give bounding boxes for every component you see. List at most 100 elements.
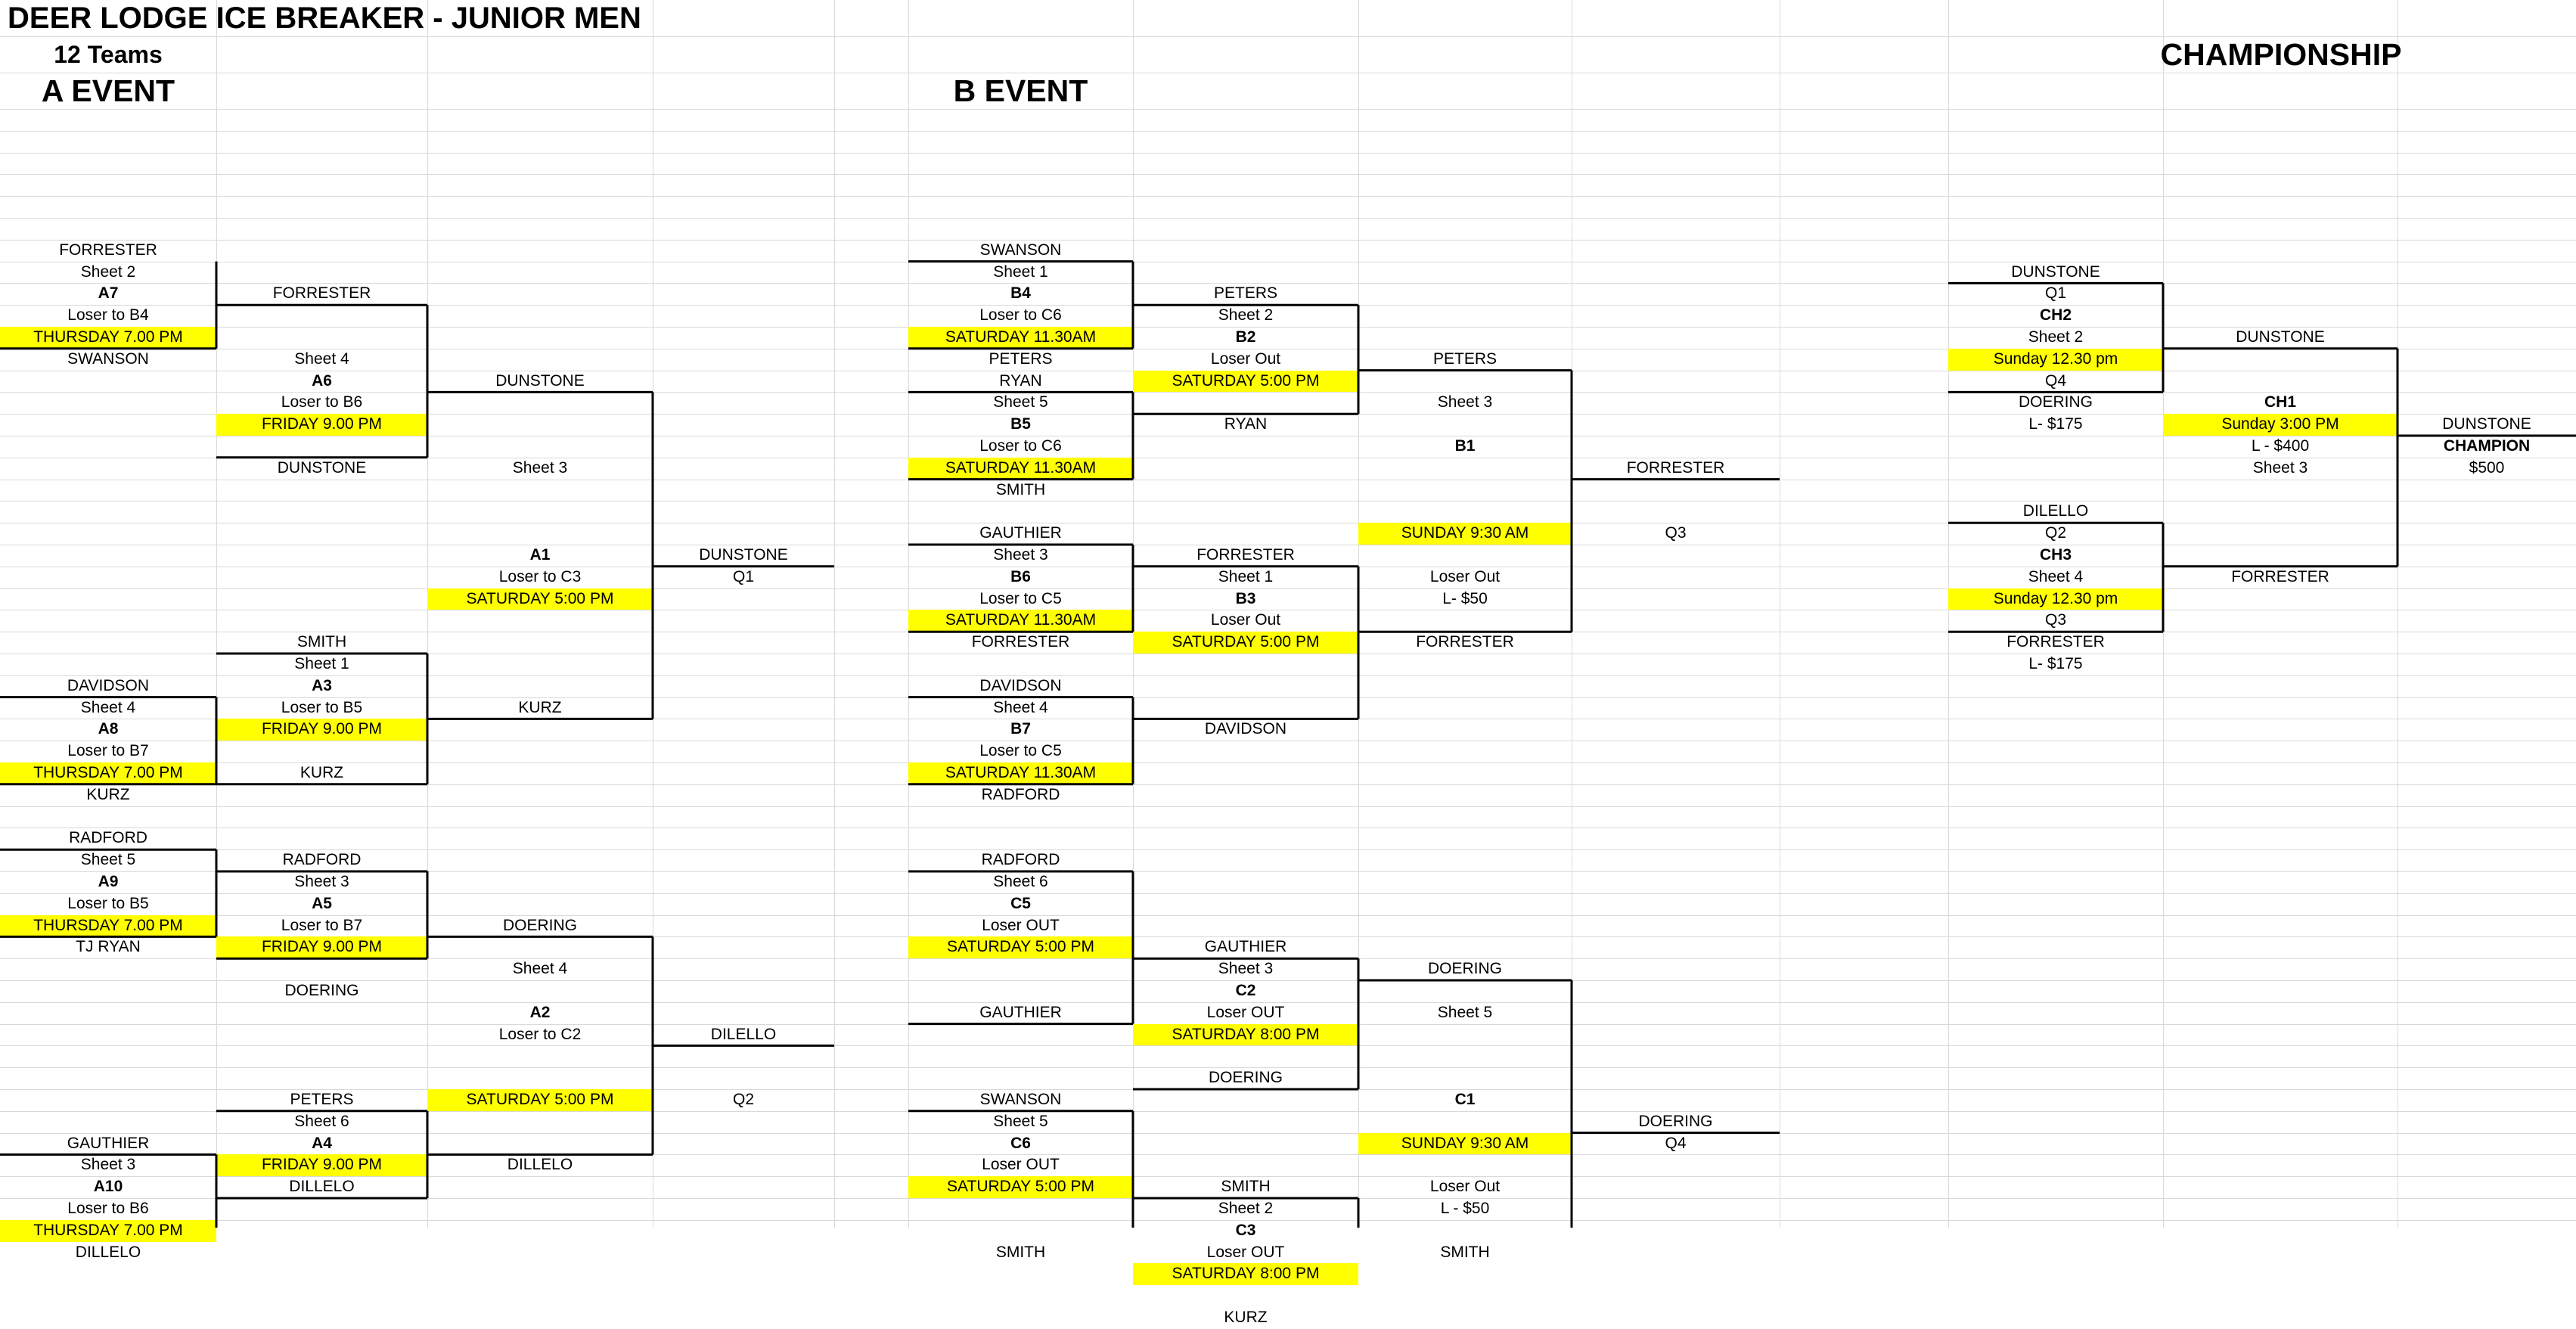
game-code: A9 — [98, 873, 119, 890]
bracket-cell: DUNSTONE — [277, 458, 367, 477]
game-time: SUNDAY 9:30 AM — [1358, 1132, 1572, 1155]
bracket-cell: FORRESTER — [1416, 633, 1514, 651]
bracket-cell: DILLELO — [75, 1243, 141, 1261]
bracket-cell: KURZ — [518, 698, 562, 716]
game-code: A2 — [529, 1003, 551, 1021]
bracket-cell: Sheet 2 — [1218, 306, 1274, 324]
bracket-cell: Loser to B7 — [281, 916, 363, 934]
bracket-cell: Sheet 1 — [294, 655, 349, 672]
bracket-cell: Sheet 5 — [1437, 1003, 1493, 1021]
bracket-cell: FORRESTER — [2231, 567, 2329, 585]
bracket-cell: L- $50 — [1442, 589, 1488, 607]
game-code: B6 — [1010, 567, 1031, 585]
bracket-cell: Q4 — [2044, 371, 2066, 390]
bracket-cell: Loser to B7 — [67, 742, 149, 760]
bracket-cell: Loser OUT — [1206, 1243, 1285, 1261]
bracket-cell: Sheet 4 — [512, 960, 568, 978]
bracket-cell: Sheet 4 — [993, 698, 1048, 716]
bracket-cell: Loser to B6 — [281, 393, 363, 411]
bracket-cell: L- $175 — [2028, 415, 2083, 433]
bracket-cell: PETERS — [290, 1091, 354, 1108]
bracket-cell: SWANSON — [67, 349, 149, 368]
bracket-cell: GAUTHIER — [979, 524, 1062, 542]
bracket-cell: Sheet 1 — [1218, 567, 1274, 585]
bracket-cell: SMITH — [1221, 1178, 1271, 1196]
bracket-cell: Sheet 6 — [294, 1112, 349, 1130]
bracket-cell: RYAN — [1224, 415, 1268, 433]
bracket-cell: SMITH — [995, 1243, 1046, 1261]
bracket-cell: Loser to C3 — [498, 567, 582, 585]
bracket-cell: TJ RYAN — [76, 938, 141, 956]
game-code: B7 — [1010, 720, 1031, 738]
bracket-cell: PETERS — [989, 349, 1053, 368]
game-code: C5 — [1010, 894, 1031, 912]
game-code: A3 — [312, 676, 332, 694]
bracket-cell: SWANSON — [979, 241, 1062, 259]
game-time: SATURDAY 8:00 PM — [1133, 1263, 1358, 1286]
game-time: FRIDAY 9.00 PM — [216, 936, 427, 959]
bracket-cell: L- $175 — [2028, 655, 2083, 672]
b-event-heading: B EVENT — [953, 73, 1088, 108]
game-code: A8 — [98, 720, 119, 738]
sheet-title: DEER LODGE ICE BREAKER - JUNIOR MEN — [8, 2, 641, 35]
bracket-cell: Sheet 3 — [294, 873, 349, 890]
bracket-cell: Q3 — [2044, 611, 2066, 629]
bracket-cell: Sheet 3 — [80, 1156, 136, 1174]
bracket-cell: Loser OUT — [982, 916, 1060, 934]
game-code: C6 — [1010, 1134, 1031, 1152]
game-time: Sunday 12.30 pm — [1948, 348, 2163, 371]
bracket-cell: Loser to C5 — [979, 589, 1062, 607]
bracket-cell: Loser Out — [1210, 611, 1281, 629]
bracket-cell: FORRESTER — [1196, 546, 1295, 564]
bracket-cell: DUNSTONE — [495, 371, 585, 390]
bracket-cell: Sheet 6 — [993, 873, 1048, 890]
bracket-cell: Sheet 5 — [993, 1112, 1048, 1130]
game-time: SATURDAY 8:00 PM — [1133, 1023, 1358, 1046]
game-time: SATURDAY 5:00 PM — [1133, 370, 1358, 393]
game-time: SATURDAY 5:00 PM — [908, 936, 1133, 959]
game-time: SATURDAY 11.30AM — [908, 610, 1133, 632]
game-time: FRIDAY 9.00 PM — [216, 719, 427, 741]
game-time: SATURDAY 5:00 PM — [427, 588, 653, 610]
bracket-cell: DILLELO — [507, 1156, 573, 1174]
bracket-cell: KURZ — [299, 764, 344, 781]
game-time: THURSDAY 7.00 PM — [0, 914, 216, 937]
game-time: FRIDAY 9.00 PM — [216, 414, 427, 436]
bracket-cell: DOERING — [502, 916, 577, 934]
bracket-cell: Sheet 2 — [80, 262, 136, 281]
bracket-cell: Sheet 3 — [1218, 960, 1274, 978]
bracket-cell: Sheet 4 — [294, 349, 349, 368]
bracket-cell: DILELLO — [710, 1025, 777, 1043]
game-time: SATURDAY 11.30AM — [908, 457, 1133, 480]
a-event-heading: A EVENT — [41, 73, 175, 108]
game-time: SATURDAY 11.30AM — [908, 762, 1133, 784]
bracket-cell: Q1 — [2044, 284, 2066, 303]
bracket-cell: KURZ — [1224, 1309, 1268, 1326]
bracket-cell: Loser to C2 — [498, 1025, 582, 1043]
bracket-cell: Loser to B4 — [67, 306, 149, 324]
bracket-cell: FORRESTER — [971, 633, 1070, 651]
game-code: CH1 — [2264, 393, 2296, 411]
bracket-cell: Sheet 3 — [512, 458, 568, 477]
bracket-cell: Loser to B6 — [67, 1200, 149, 1217]
game-time: SATURDAY 11.30AM — [908, 327, 1133, 349]
bracket-cell: SMITH — [296, 633, 347, 651]
bracket-cell: DUNSTONE — [2442, 415, 2531, 433]
bracket-cell: Loser to C5 — [979, 742, 1062, 760]
game-code: C2 — [1235, 982, 1256, 999]
game-code: B1 — [1454, 437, 1476, 455]
bracket-cell: DOERING — [1427, 960, 1502, 978]
bracket-cell: FORRESTER — [2006, 633, 2105, 651]
bracket-cell: GAUTHIER — [67, 1134, 150, 1152]
bracket-cell: DUNSTONE — [2236, 328, 2325, 346]
bracket-cell: RADFORD — [69, 829, 147, 847]
game-code: A6 — [312, 371, 332, 390]
bracket-cell: Sheet 5 — [80, 851, 136, 869]
bracket-cell: Q3 — [1665, 524, 1687, 542]
bracket-cell: SMITH — [995, 480, 1046, 498]
bracket-cell: FORRESTER — [1626, 458, 1725, 477]
bracket-cell: Loser OUT — [982, 1156, 1060, 1174]
bracket-cell: SMITH — [1440, 1243, 1490, 1261]
bracket-cell: Loser Out — [1210, 349, 1281, 368]
bracket-cell: DAVIDSON — [67, 676, 150, 694]
